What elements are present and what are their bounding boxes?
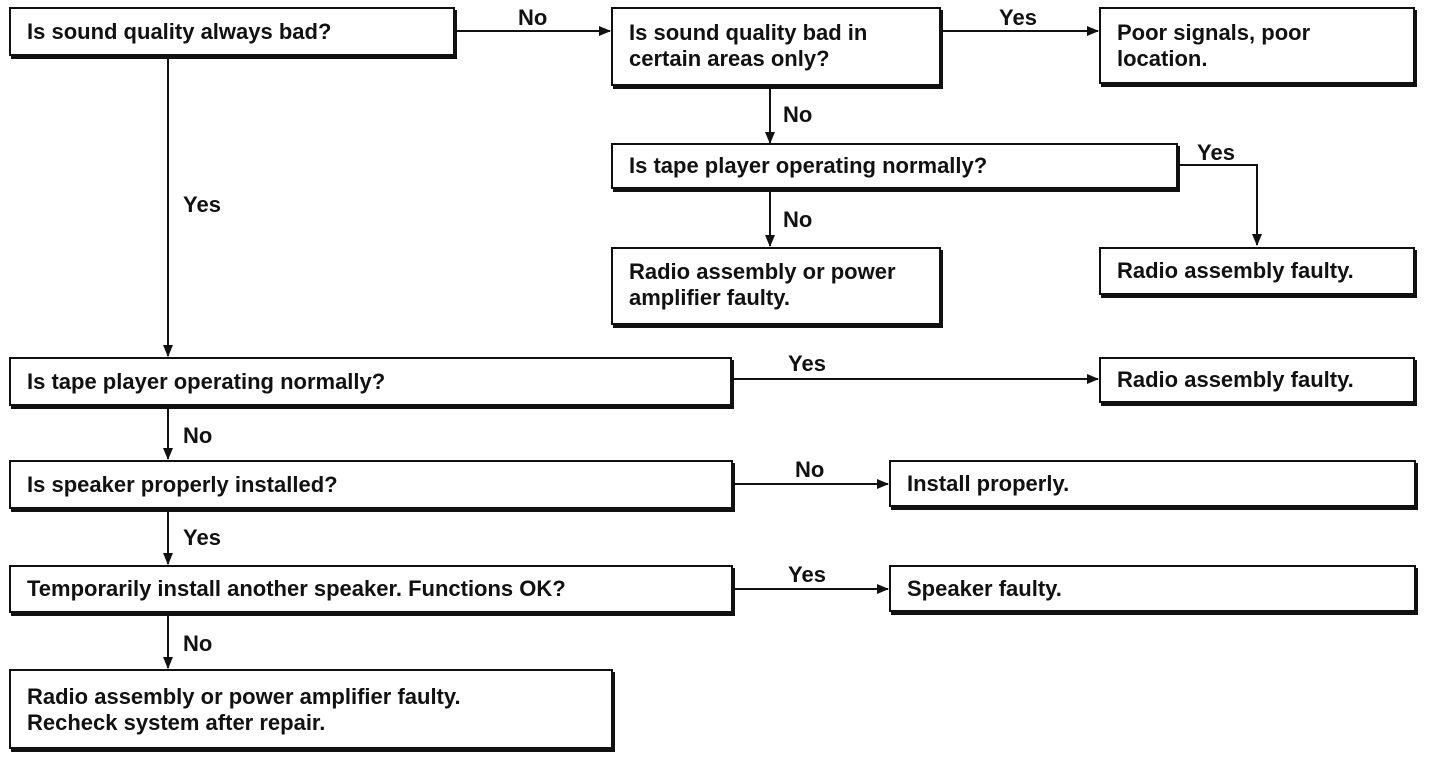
question-tape-player-main: Is tape player operating normally? xyxy=(9,357,732,406)
label-no: No xyxy=(795,457,825,482)
result-radio-assembly-faulty-mid: Radio assembly faulty. xyxy=(1099,357,1415,403)
question-sound-always-bad: Is sound quality always bad? xyxy=(9,7,455,56)
question-speaker-installed: Is speaker properly installed? xyxy=(9,460,733,509)
label-yes: Yes xyxy=(183,525,221,550)
result-speaker-faulty: Speaker faulty. xyxy=(889,565,1416,612)
result-poor-signals: Poor signals, poor location. xyxy=(1099,7,1415,84)
label-yes: Yes xyxy=(1197,140,1235,165)
arrow-tape-top-yes xyxy=(1178,164,1262,246)
result-radio-or-amplifier-top: Radio assembly or power amplifier faulty… xyxy=(611,247,941,325)
label-yes: Yes xyxy=(788,562,826,587)
label-yes: Yes xyxy=(788,351,826,376)
result-final-radio-or-amplifier: Radio assembly or power amplifier faulty… xyxy=(9,669,613,749)
label-yes: Yes xyxy=(183,192,221,217)
label-no: No xyxy=(518,5,548,30)
label-no: No xyxy=(183,631,213,656)
result-radio-assembly-faulty-top: Radio assembly faulty. xyxy=(1099,247,1415,295)
question-tape-player-top: Is tape player operating normally? xyxy=(611,143,1178,189)
question-temporary-speaker: Temporarily install another speaker. Fun… xyxy=(9,565,733,613)
label-no: No xyxy=(783,102,813,127)
question-sound-bad-certain-areas: Is sound quality bad in certain areas on… xyxy=(611,7,941,86)
label-yes: Yes xyxy=(999,5,1037,30)
label-no: No xyxy=(783,207,813,232)
label-no: No xyxy=(183,423,213,448)
result-install-properly: Install properly. xyxy=(889,460,1416,507)
